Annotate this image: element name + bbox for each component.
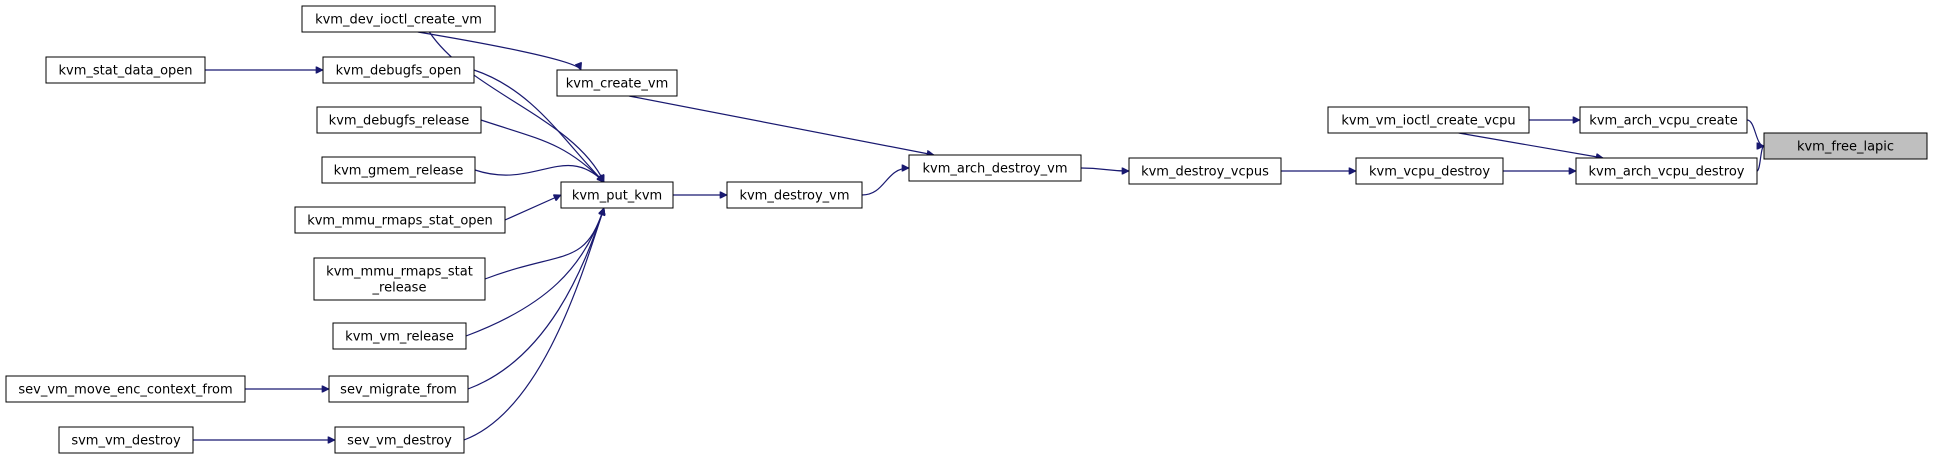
node-kvm_put_kvm[interactable]: kvm_put_kvm bbox=[560, 181, 674, 209]
edge-kvm_arch_vcpu_create-to-kvm_free_lapic bbox=[1746, 119, 1764, 146]
node-box[interactable] bbox=[726, 181, 863, 209]
node-kvm_arch_vcpu_destroy[interactable]: kvm_arch_vcpu_destroy bbox=[1575, 157, 1758, 185]
node-kvm_destroy_vm[interactable]: kvm_destroy_vm bbox=[726, 181, 863, 209]
node-sev_vm_move_enc_context_from[interactable]: sev_vm_move_enc_context_from bbox=[5, 375, 246, 403]
node-label: kvm_free_lapic bbox=[1797, 140, 1894, 155]
node-kvm_arch_vcpu_create[interactable]: kvm_arch_vcpu_create bbox=[1579, 106, 1748, 134]
node-label: kvm_arch_destroy_vm bbox=[923, 162, 1068, 177]
node-box[interactable] bbox=[45, 56, 206, 84]
node-kvm_mmu_rmaps_stat_release[interactable]: kvm_mmu_rmaps_stat_release bbox=[313, 257, 486, 301]
node-label: kvm_debugfs_open bbox=[336, 64, 462, 79]
node-sev_vm_destroy[interactable]: sev_vm_destroy bbox=[334, 426, 465, 454]
edge-kvm_gmem_release-to-kvm_put_kvm bbox=[474, 165, 604, 182]
edge-kvm_debugfs_open-to-kvm_put_kvm bbox=[473, 69, 604, 182]
edge-kvm_dev_ioctl_create_vm-to-kvm_create_vm bbox=[417, 31, 581, 70]
node-label: svm_vm_destroy bbox=[71, 434, 181, 449]
node-label: kvm_arch_vcpu_create bbox=[1589, 114, 1737, 129]
node-label: kvm_mmu_rmaps_stat bbox=[326, 265, 473, 280]
node-label: kvm_vm_release bbox=[345, 330, 454, 345]
node-kvm_debugfs_open[interactable]: kvm_debugfs_open bbox=[322, 56, 475, 84]
node-box[interactable] bbox=[301, 5, 496, 33]
node-box[interactable] bbox=[1327, 106, 1530, 134]
node-box[interactable] bbox=[313, 257, 486, 301]
node-label: kvm_debugfs_release bbox=[329, 114, 470, 129]
node-box[interactable] bbox=[58, 426, 194, 454]
node-box[interactable] bbox=[1355, 157, 1504, 185]
node-label: kvm_create_vm bbox=[566, 77, 669, 92]
node-label: kvm_arch_vcpu_destroy bbox=[1589, 165, 1745, 180]
node-kvm_mmu_rmaps_stat_open[interactable]: kvm_mmu_rmaps_stat_open bbox=[294, 206, 506, 234]
node-label: kvm_put_kvm bbox=[572, 189, 662, 204]
node-kvm_gmem_release[interactable]: kvm_gmem_release bbox=[321, 156, 476, 184]
node-label: sev_vm_destroy bbox=[347, 434, 452, 449]
node-kvm_free_lapic[interactable]: kvm_free_lapic bbox=[1763, 132, 1928, 160]
edge-kvm_debugfs_release-to-kvm_put_kvm bbox=[480, 119, 604, 182]
node-label: kvm_gmem_release bbox=[334, 164, 464, 179]
edge-layer bbox=[193, 31, 1764, 441]
node-kvm_destroy_vcpus[interactable]: kvm_destroy_vcpus bbox=[1128, 157, 1282, 185]
edge-kvm_vm_release-to-kvm_put_kvm bbox=[465, 208, 604, 337]
edge-kvm_arch_vcpu_destroy-to-kvm_free_lapic bbox=[1756, 146, 1764, 172]
node-svm_vm_destroy[interactable]: svm_vm_destroy bbox=[58, 426, 194, 454]
node-kvm_dev_ioctl_create_vm[interactable]: kvm_dev_ioctl_create_vm bbox=[301, 5, 496, 33]
node-box[interactable] bbox=[322, 56, 475, 84]
node-label: kvm_mmu_rmaps_stat_open bbox=[307, 214, 493, 229]
node-kvm_stat_data_open[interactable]: kvm_stat_data_open bbox=[45, 56, 206, 84]
node-layer: kvm_free_lapic kvm_arch_vcpu_create kvm_ar… bbox=[5, 5, 1928, 454]
node-box[interactable] bbox=[334, 426, 465, 454]
edge-kvm_create_vm-to-kvm_arch_destroy_vm bbox=[628, 95, 934, 155]
node-box[interactable] bbox=[321, 156, 476, 184]
edge-kvm_vm_ioctl_create_vcpu-to-kvm_arch_vcpu_destroy bbox=[1458, 132, 1604, 158]
node-box[interactable] bbox=[332, 322, 467, 350]
node-label: kvm_destroy_vm bbox=[739, 189, 849, 204]
node-box[interactable] bbox=[1579, 106, 1748, 134]
node-box[interactable] bbox=[328, 375, 469, 403]
node-box[interactable] bbox=[908, 154, 1082, 182]
node-box[interactable] bbox=[316, 106, 482, 134]
node-box[interactable] bbox=[1575, 157, 1758, 185]
edge-kvm_dev_ioctl_create_vm-to-kvm_put_kvm bbox=[428, 31, 604, 182]
edge-sev_vm_destroy-to-kvm_put_kvm bbox=[463, 208, 604, 441]
node-kvm_debugfs_release[interactable]: kvm_debugfs_release bbox=[316, 106, 482, 134]
node-label: sev_vm_move_enc_context_from bbox=[18, 383, 232, 398]
node-label: kvm_stat_data_open bbox=[58, 64, 192, 79]
edge-kvm_destroy_vm-to-kvm_arch_destroy_vm bbox=[861, 168, 909, 196]
node-label: sev_migrate_from bbox=[340, 383, 457, 398]
node-label: kvm_destroy_vcpus bbox=[1141, 165, 1269, 180]
node-kvm_create_vm[interactable]: kvm_create_vm bbox=[556, 69, 678, 97]
node-kvm_vm_release[interactable]: kvm_vm_release bbox=[332, 322, 467, 350]
node-kvm_vm_ioctl_create_vcpu[interactable]: kvm_vm_ioctl_create_vcpu bbox=[1327, 106, 1530, 134]
node-kvm_arch_destroy_vm[interactable]: kvm_arch_destroy_vm bbox=[908, 154, 1082, 182]
edge-sev_migrate_from-to-kvm_put_kvm bbox=[467, 208, 604, 390]
node-box[interactable] bbox=[294, 206, 506, 234]
edge-kvm_arch_destroy_vm-to-kvm_destroy_vcpus bbox=[1080, 167, 1129, 171]
node-label: kvm_vcpu_destroy bbox=[1369, 165, 1490, 180]
node-kvm_vcpu_destroy[interactable]: kvm_vcpu_destroy bbox=[1355, 157, 1504, 185]
node-box[interactable] bbox=[556, 69, 678, 97]
node-box[interactable] bbox=[1128, 157, 1282, 185]
node-box[interactable] bbox=[1763, 132, 1928, 160]
node-box[interactable] bbox=[560, 181, 674, 209]
node-label: kvm_dev_ioctl_create_vm bbox=[315, 13, 482, 28]
node-box[interactable] bbox=[5, 375, 246, 403]
node-label: kvm_vm_ioctl_create_vcpu bbox=[1341, 114, 1515, 129]
node-sev_migrate_from[interactable]: sev_migrate_from bbox=[328, 375, 469, 403]
node-label: _release bbox=[372, 281, 427, 296]
edge-kvm_mmu_rmaps_stat_open-to-kvm_put_kvm bbox=[504, 195, 561, 221]
